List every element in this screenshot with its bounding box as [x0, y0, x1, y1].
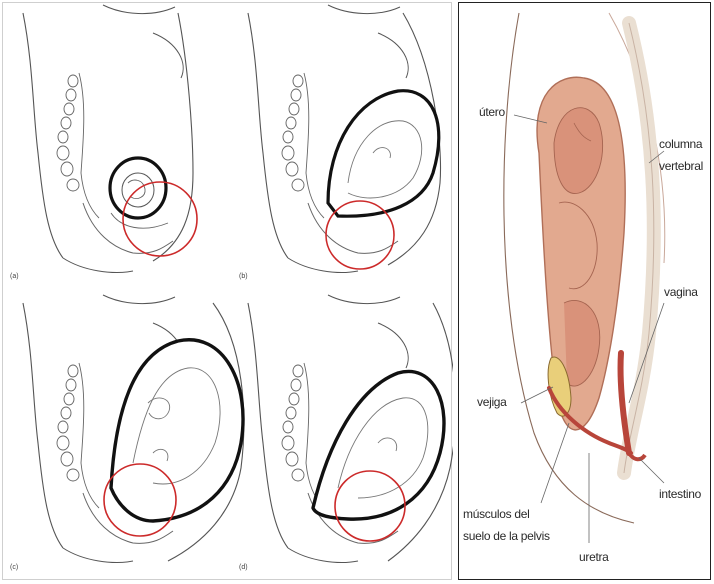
pregnancy-stages-drawing — [3, 3, 453, 581]
label-intestino: intestino — [659, 483, 701, 505]
label-columna-line1: columna — [659, 133, 703, 155]
pregnancy-stages-figure: (a) (b) (c) (d) — [2, 2, 452, 580]
stage-d-sketch — [248, 295, 453, 562]
stage-letter-d: (d) — [239, 564, 248, 571]
label-vejiga-text: vejiga — [477, 391, 507, 413]
label-vagina-text: vagina — [664, 281, 698, 303]
label-uretra-text: uretra — [579, 546, 609, 568]
label-columna-line2: vertebral — [659, 155, 703, 177]
stage-letter-c: (c) — [10, 564, 18, 571]
label-musculos-suelo-pelvis: músculos del suelo de la pelvis — [463, 503, 550, 547]
label-utero-text: útero — [479, 101, 505, 123]
stage-a-sketch — [23, 5, 197, 272]
stage-letter-b: (b) — [239, 273, 248, 280]
label-uretra: uretra — [579, 546, 609, 568]
label-utero: útero — [479, 101, 505, 123]
label-musculos-line1: músculos del — [463, 503, 550, 525]
label-musculos-line2: suelo de la pelvis — [463, 525, 550, 547]
label-intestino-text: intestino — [659, 483, 701, 505]
label-vejiga: vejiga — [477, 391, 507, 413]
label-columna-vertebral: columna vertebral — [659, 133, 703, 177]
label-vagina: vagina — [664, 281, 698, 303]
stage-c-sketch — [23, 295, 244, 562]
stage-letter-a: (a) — [10, 273, 19, 280]
stage-b-sketch — [248, 5, 441, 272]
pelvic-anatomy-figure: útero columna vertebral vagina vejiga in… — [458, 2, 711, 580]
